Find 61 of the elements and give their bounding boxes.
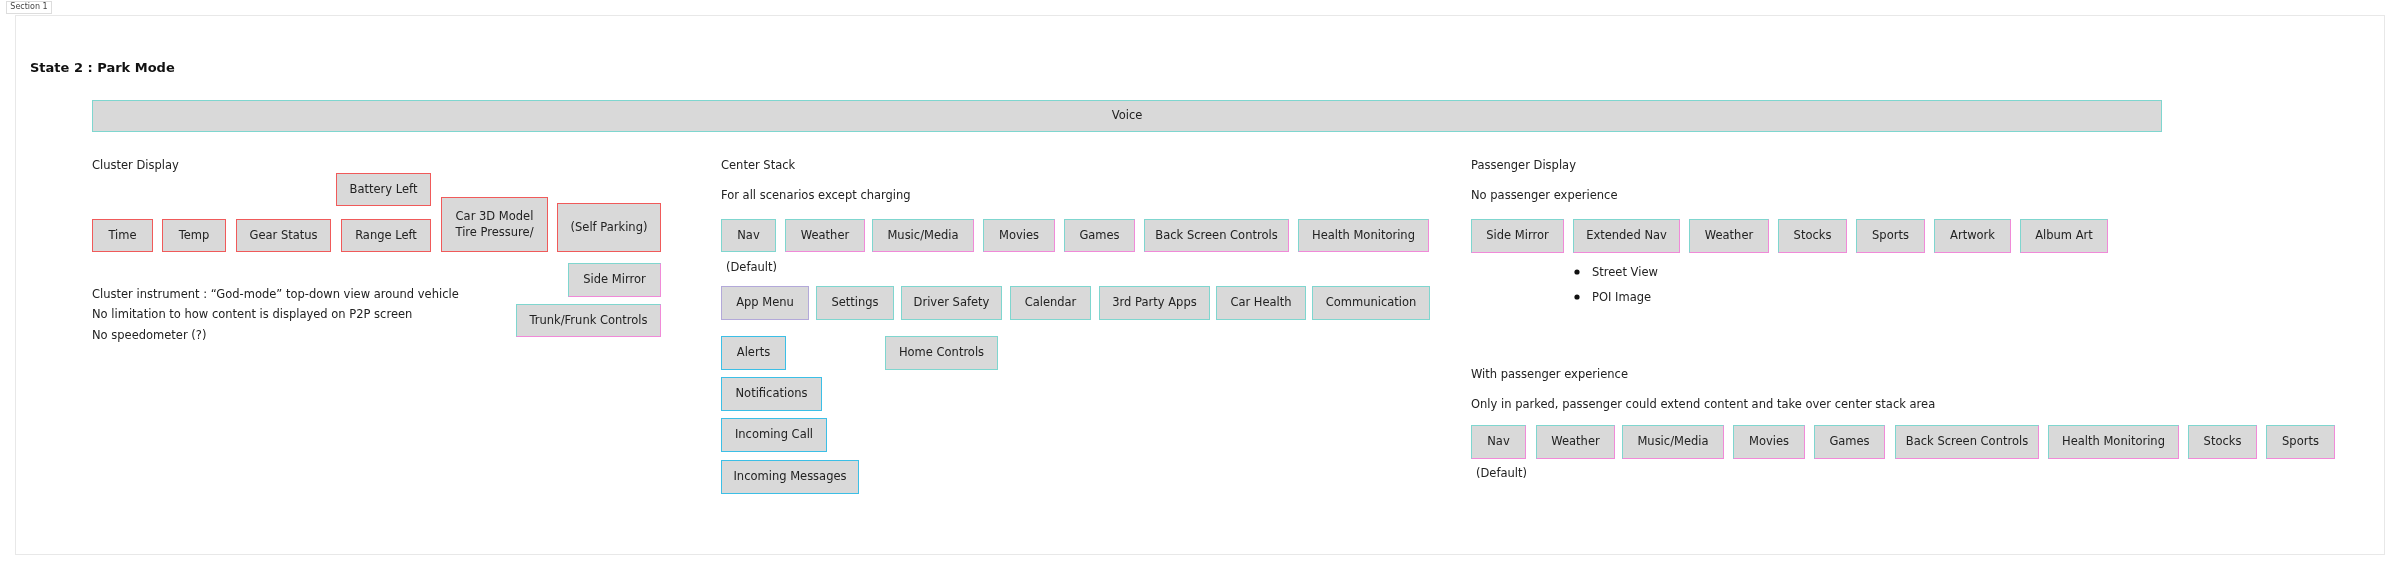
feature-box: Side Mirror <box>1471 219 1564 253</box>
feature-box: Weather <box>785 219 865 252</box>
note-text: No limitation to how content is displayed on P2P screen <box>92 307 413 321</box>
feature-box: Sports <box>2266 425 2335 459</box>
feature-box: Weather <box>1536 425 1615 459</box>
feature-box: Trunk/Frunk Controls <box>516 304 661 337</box>
note-text: Cluster Display <box>92 158 179 172</box>
feature-box: Incoming Messages <box>721 460 859 494</box>
page-title: State 2 : Park Mode <box>30 60 175 75</box>
feature-box: Health Monitoring <box>2048 425 2179 459</box>
feature-box: App Menu <box>721 286 809 320</box>
note-text: No passenger experience <box>1471 188 1618 202</box>
feature-box: Games <box>1814 425 1885 459</box>
note-text: No speedometer (?) <box>92 328 207 342</box>
feature-box: Car Health <box>1216 286 1306 320</box>
feature-box: Weather <box>1689 219 1769 253</box>
feature-box: Range Left <box>341 219 431 252</box>
feature-box: Back Screen Controls <box>1895 425 2039 459</box>
feature-box: Notifications <box>721 377 822 411</box>
list-item-text: Street View <box>1592 265 1658 279</box>
feature-box: Communication <box>1312 286 1430 320</box>
note-text: (Default) <box>726 260 777 274</box>
note-text: Center Stack <box>721 158 796 172</box>
feature-box: (Self Parking) <box>557 203 661 252</box>
feature-box: Music/Media <box>872 219 974 252</box>
feature-box: Gear Status <box>236 219 331 252</box>
feature-box: Nav <box>1471 425 1526 459</box>
feature-box: Games <box>1064 219 1135 252</box>
feature-box: 3rd Party Apps <box>1099 286 1210 320</box>
note-text: With passenger experience <box>1471 367 1628 381</box>
feature-box: Album Art <box>2020 219 2108 253</box>
feature-box: Extended Nav <box>1573 219 1680 253</box>
note-text: Only in parked, passenger could extend content and take over center stack area <box>1471 397 1936 411</box>
note-text: Cluster instrument : “God-mode” top-down view around vehicle <box>92 287 459 301</box>
feature-box: Driver Safety <box>901 286 1002 320</box>
feature-box: Movies <box>983 219 1055 252</box>
note-text: (Default) <box>1476 466 1527 480</box>
feature-box: Back Screen Controls <box>1144 219 1289 252</box>
feature-box: Home Controls <box>885 336 998 370</box>
feature-box: Stocks <box>2188 425 2257 459</box>
feature-box: Nav <box>721 219 776 252</box>
feature-box: Music/Media <box>1622 425 1724 459</box>
note-text: For all scenarios except charging <box>721 188 911 202</box>
feature-box: Incoming Call <box>721 418 827 452</box>
feature-box: Calendar <box>1010 286 1091 320</box>
feature-box: Artwork <box>1934 219 2011 253</box>
feature-box: Sports <box>1856 219 1925 253</box>
list-item-text: POI Image <box>1592 290 1652 304</box>
feature-box: Time <box>92 219 153 252</box>
section-tag: Section 1 <box>6 1 52 14</box>
feature-box: Health Monitoring <box>1298 219 1429 252</box>
feature-box: Side Mirror <box>568 263 661 297</box>
feature-box: Car 3D Model Tire Pressure/ <box>441 197 548 252</box>
feature-box: Stocks <box>1778 219 1847 253</box>
feature-box: Temp <box>162 219 226 252</box>
feature-box: Battery Left <box>336 173 431 206</box>
note-text: Passenger Display <box>1471 158 1576 172</box>
feature-box: Alerts <box>721 336 786 370</box>
voice-bar: Voice <box>92 100 2162 132</box>
feature-box: Settings <box>816 286 894 320</box>
feature-box: Movies <box>1733 425 1805 459</box>
